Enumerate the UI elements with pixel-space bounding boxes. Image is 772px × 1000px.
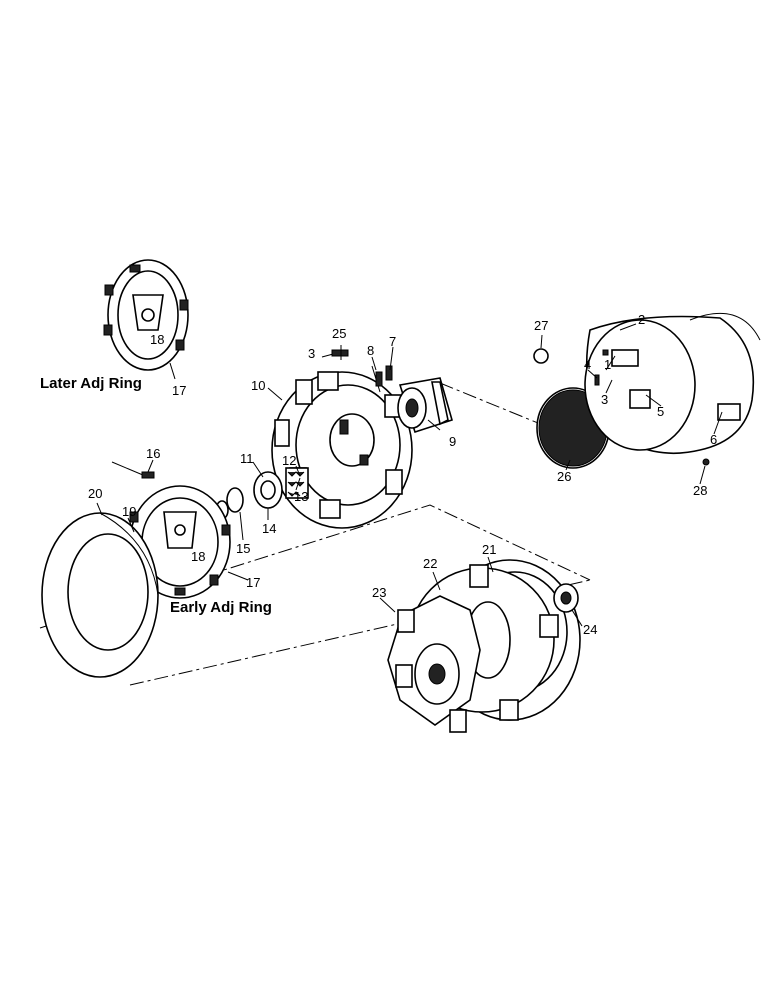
callout-20: 20 [88,486,102,501]
callout-2: 2 [638,312,645,327]
callout-17-later: 17 [172,383,186,398]
pilot-bearing [553,583,579,613]
callout-10: 10 [251,378,265,393]
callout-15: 15 [236,541,250,556]
callout-4: 4 [584,357,591,372]
clutch-discs [387,559,581,733]
callout-3-right: 3 [601,392,608,407]
callout-6: 6 [710,432,717,447]
callout-5: 5 [657,404,664,419]
callout-24: 24 [583,622,597,637]
callout-3-left: 3 [308,346,315,361]
callout-8: 8 [367,343,374,358]
callout-22: 22 [423,556,437,571]
intermediate-plate [41,512,159,678]
callout-23: 23 [372,585,386,600]
callout-1: 1 [604,357,611,372]
callout-16: 16 [146,446,160,461]
caption-early-adj-ring: Early Adj Ring [170,599,272,616]
callout-17-early: 17 [246,575,260,590]
callout-27: 27 [534,318,548,333]
callout-14: 14 [262,521,276,536]
callout-13: 13 [294,489,308,504]
callout-11: 11 [240,451,254,466]
callout-19: 19 [122,504,136,519]
release-bearing-hub [397,377,453,434]
adjusting-pins [111,461,155,479]
callout-28: 28 [693,483,707,498]
later-adjusting-ring [103,259,189,371]
leader-lines [96,323,723,627]
callout-21: 21 [482,542,496,557]
callout-12: 12 [282,453,296,468]
callout-18-early: 18 [191,549,205,564]
callout-7: 7 [389,334,396,349]
callout-25: 25 [332,326,346,341]
callout-26: 26 [557,469,571,484]
callout-9: 9 [449,434,456,449]
callout-18-later: 18 [150,332,164,347]
pressure-plate-cover [271,371,413,529]
flywheel-housing [533,312,761,466]
caption-later-adj-ring: Later Adj Ring [40,375,142,392]
bolts [321,349,393,393]
